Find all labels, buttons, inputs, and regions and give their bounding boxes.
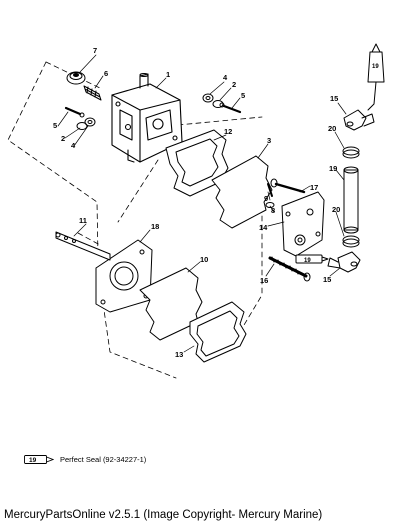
fuel-pump-body — [111, 72, 183, 163]
callout-15-top: 15 — [330, 94, 338, 103]
callout-10: 10 — [200, 255, 208, 264]
spring — [83, 85, 102, 101]
washer-8 — [265, 202, 275, 208]
plate-18 — [95, 239, 153, 313]
exploded-parts-diagram: 7 6 1 4 2 5 5 2 4 12 3 15 20 19 20 17 9 … — [7, 43, 385, 379]
sealant-tube-icon: 19 — [24, 454, 54, 464]
callout-20-bottom: 20 — [332, 205, 340, 214]
elbow-fitting-top — [343, 109, 375, 131]
callout-14: 14 — [259, 223, 268, 232]
cap — [66, 71, 86, 85]
clamp-bottom — [342, 235, 360, 248]
callout-2-right: 2 — [232, 80, 236, 89]
callout-12: 12 — [224, 127, 232, 136]
callout-16: 16 — [260, 276, 268, 285]
sealant-tube-label: 19 — [304, 258, 311, 264]
footer-copyright: MercuryPartsOnline v2.5.1 (Image Copyrig… — [4, 509, 323, 521]
callout-19: 19 — [329, 164, 337, 173]
check-valve-right — [202, 93, 242, 114]
callout-2-left: 2 — [61, 134, 65, 143]
callout-13: 13 — [175, 350, 183, 359]
callout-5-right: 5 — [241, 91, 245, 100]
gasket-13 — [189, 301, 247, 363]
legend: 19 Perfect Seal (92-34227-1) — [24, 452, 146, 466]
legend-badge: 19 — [29, 457, 37, 464]
hose-19 — [343, 166, 359, 234]
callout-5-left: 5 — [53, 121, 57, 130]
callout-9: 9 — [264, 194, 268, 203]
screw-9 — [267, 183, 273, 197]
screw-17 — [270, 178, 306, 194]
callout-4-left: 4 — [71, 141, 76, 150]
callout-15-bottom: 15 — [323, 275, 331, 284]
callout-20-top: 20 — [328, 124, 336, 133]
legend-text: Perfect Seal (92-34227-1) — [60, 454, 147, 464]
callout-11: 11 — [79, 216, 87, 225]
callout-18: 18 — [151, 222, 159, 231]
clamp-top — [342, 146, 360, 159]
sealant-tube-small — [295, 254, 329, 264]
shaft-11 — [55, 231, 111, 261]
check-valve-left — [64, 106, 96, 130]
callout-17: 17 — [310, 183, 318, 192]
screw-16 — [268, 256, 311, 282]
diaphragm-3 — [211, 155, 273, 229]
sealant-tube-top-label: 19 — [372, 64, 379, 70]
callout-6: 6 — [104, 69, 108, 78]
callout-4-right: 4 — [223, 73, 228, 82]
callout-1: 1 — [166, 70, 170, 79]
sealant-tube-top — [367, 43, 385, 111]
leader-lines — [57, 54, 347, 353]
callout-8: 8 — [271, 206, 275, 215]
cover-14 — [281, 191, 325, 257]
elbow-fitting-bottom — [327, 251, 361, 273]
callout-3: 3 — [267, 136, 271, 145]
callout-7: 7 — [93, 46, 97, 55]
